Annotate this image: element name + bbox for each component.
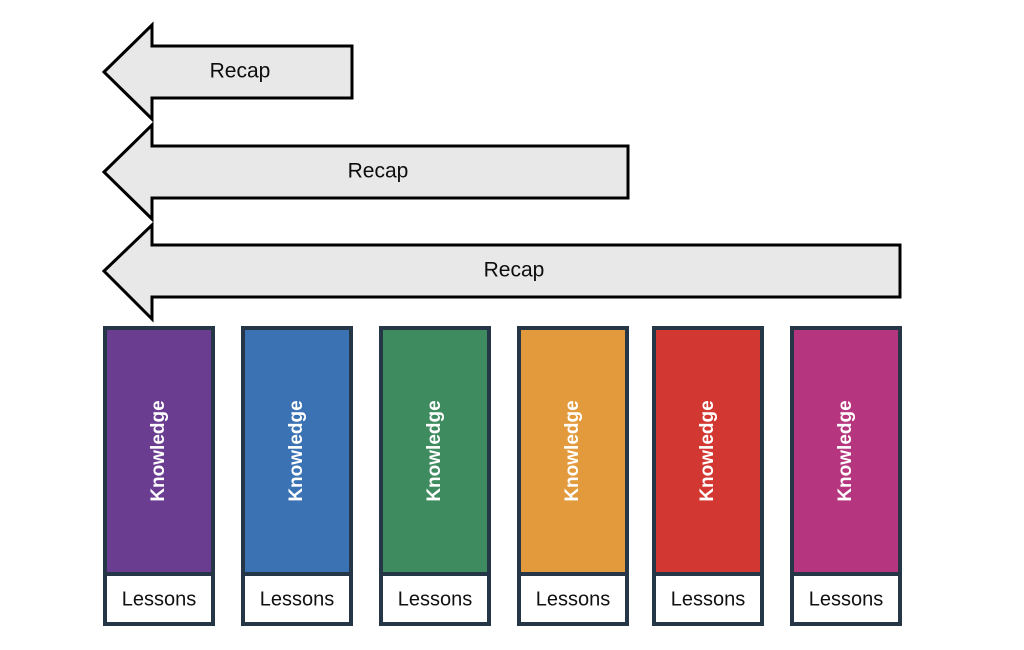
column-3[interactable]: Knowledge Lessons: [379, 326, 491, 626]
recap-arrow-2-shape: [101, 121, 630, 223]
column-6-lessons-label: Lessons: [809, 588, 884, 610]
column-2-lessons-label: Lessons: [260, 588, 335, 610]
column-4-lessons-block: [517, 572, 629, 626]
column-4-knowledge-label: Knowledge: [562, 400, 583, 501]
column-6-knowledge-block: [790, 326, 902, 576]
column-2[interactable]: Knowledge Lessons: [241, 326, 353, 626]
recap-arrow-1-shape: [101, 21, 354, 123]
recap-arrow-3-shape: [101, 221, 902, 323]
recap-arrow-1: Recap: [101, 21, 354, 123]
column-5-knowledge-label: Knowledge: [697, 400, 718, 501]
column-2-lessons-block: [241, 572, 353, 626]
column-1-lessons-label: Lessons: [122, 588, 197, 610]
recap-arrow-2-label: Recap: [348, 160, 409, 183]
recap-arrow-2: Recap: [101, 121, 630, 223]
column-4-knowledge-block: [517, 326, 629, 576]
column-5-lessons-block: [652, 572, 764, 626]
column-2-knowledge-block: [241, 326, 353, 576]
recap-arrow-3-label: Recap: [484, 259, 545, 282]
column-6-knowledge-label: Knowledge: [835, 400, 856, 501]
column-6[interactable]: Knowledge Lessons: [790, 326, 902, 626]
column-3-knowledge-block: [379, 326, 491, 576]
column-5[interactable]: Knowledge Lessons: [652, 326, 764, 626]
column-4[interactable]: Knowledge Lessons: [517, 326, 629, 626]
recap-arrow-1-label: Recap: [210, 60, 271, 83]
column-3-lessons-block: [379, 572, 491, 626]
column-4-lessons-label: Lessons: [536, 588, 611, 610]
column-3-knowledge-label: Knowledge: [424, 400, 445, 501]
column-3-lessons-label: Lessons: [398, 588, 473, 610]
column-6-lessons-block: [790, 572, 902, 626]
column-1[interactable]: Knowledge Lessons: [103, 326, 215, 626]
column-5-lessons-label: Lessons: [671, 588, 746, 610]
column-2-knowledge-label: Knowledge: [286, 400, 307, 501]
recap-arrow-3: Recap: [101, 221, 902, 323]
column-1-knowledge-block: [103, 326, 215, 576]
column-1-lessons-block: [103, 572, 215, 626]
column-1-knowledge-label: Knowledge: [148, 400, 169, 501]
